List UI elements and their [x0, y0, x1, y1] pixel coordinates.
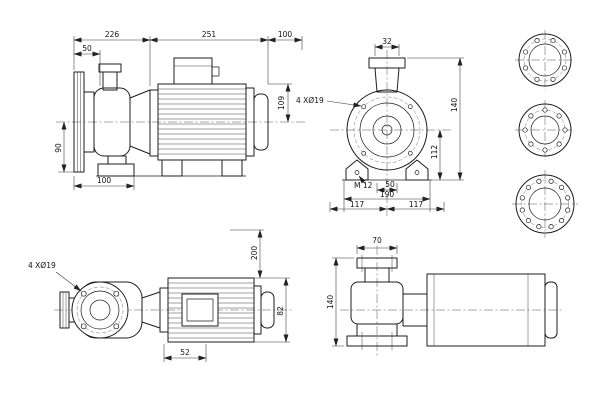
- flange-view-top: [515, 30, 575, 90]
- bolt-circle: [76, 286, 124, 334]
- flange-bore: [528, 187, 562, 221]
- flange-outer: [518, 103, 572, 157]
- seal-circle: [372, 115, 402, 145]
- discharge-flange-circle: [71, 281, 129, 339]
- dim-label-motor: 82: [276, 306, 285, 316]
- suction-flange-face-lines: [77, 72, 81, 172]
- bolt-circle: [523, 38, 567, 82]
- motor-foot-front: [161, 159, 183, 177]
- dim-label-height: 109: [277, 96, 286, 111]
- dim-label-suction: 90: [54, 143, 63, 153]
- center-cross: [512, 170, 578, 238]
- foot-bolt-hole-right: [414, 170, 420, 175]
- volute-outline: [346, 89, 428, 171]
- center-cross: [330, 50, 452, 216]
- pump-foot-riser: [107, 155, 127, 165]
- motor-drive-shield: [149, 89, 159, 157]
- motor-fins: [158, 88, 246, 155]
- discharge-neck: [374, 67, 400, 93]
- foot-plate: [346, 335, 408, 347]
- center-cross: [340, 246, 562, 358]
- bolt-circle: [521, 180, 569, 228]
- dim-label-total: 140: [450, 98, 459, 113]
- bolt-note-label: 4 XØ19: [296, 96, 324, 105]
- terminal-box-lid: [186, 298, 214, 322]
- dim-label-a: 226: [105, 30, 120, 39]
- bolt-note-label: 4 XØ19: [28, 261, 56, 270]
- discharge-bore: [80, 290, 120, 330]
- plan-view: 200 4 XØ19 52 82: [28, 229, 294, 362]
- bolt-holes: [519, 178, 571, 230]
- dim-label-base: 190: [380, 190, 395, 199]
- dim-label-top: 32: [382, 37, 392, 46]
- motor-end-cap: [260, 291, 275, 329]
- motor-end-cap: [544, 281, 558, 339]
- shaft-circle: [381, 124, 393, 136]
- dim-label-center: 112: [430, 145, 439, 160]
- dim-label-width: 70: [372, 236, 382, 245]
- side-view: 226 251 100 50 90 100 109: [54, 30, 306, 190]
- bolt-ticks: [361, 255, 393, 350]
- flange-view-bottom: [512, 170, 578, 238]
- flange-outer: [515, 174, 575, 234]
- motor-end-cap: [253, 93, 269, 151]
- extension-lines: [332, 245, 398, 347]
- suction-flange-face-lines: [62, 292, 67, 328]
- dim-label-length: 200: [250, 246, 259, 261]
- dim-label-bolt-l: 117: [350, 200, 365, 209]
- flange-bolt-holes: [361, 104, 413, 156]
- bolt-note-leader: [55, 271, 82, 292]
- dim-label-foot-hole: 50: [385, 180, 395, 189]
- bolt-circle: [353, 96, 421, 164]
- foot-view: 70 140: [326, 236, 562, 358]
- dim-label-b: 251: [202, 30, 217, 39]
- bolt-holes: [522, 107, 568, 153]
- flange-bore: [528, 43, 562, 77]
- flange-bolt-holes: [80, 290, 120, 330]
- thread-leader: [358, 175, 367, 186]
- thread-note-label: M 12: [354, 181, 373, 190]
- center-cross: [515, 30, 575, 90]
- discharge-neck: [102, 71, 118, 91]
- dim-label-flange: 50: [82, 44, 92, 53]
- dim-label-bolt-r: 117: [409, 200, 424, 209]
- dim-label-bracket: 52: [180, 348, 190, 357]
- bolt-holes: [523, 38, 567, 82]
- flange-bore: [530, 115, 560, 145]
- pump-foot-pad: [97, 163, 135, 177]
- end-view: 32 140 112 4 XØ19 M 12 50 190 117 117: [296, 37, 464, 216]
- extension-lines: [329, 44, 464, 212]
- flange-view-middle: [515, 100, 575, 160]
- terminal-box: [173, 57, 213, 85]
- dim-label-height: 140: [326, 295, 335, 310]
- motor-foot-rear: [221, 159, 243, 177]
- discharge-hub: [89, 299, 111, 321]
- dim-label-foot: 100: [97, 176, 112, 185]
- flange-outer: [518, 33, 572, 87]
- cable-entry: [211, 66, 220, 77]
- motor-shield-lines: [433, 274, 529, 346]
- foot-bolt-hole-left: [354, 170, 360, 175]
- dim-label-c: 100: [278, 30, 293, 39]
- bolt-note-leader: [326, 100, 362, 108]
- discharge-flange: [98, 63, 122, 73]
- discharge-flange: [368, 57, 406, 69]
- casing-circle: [359, 102, 415, 158]
